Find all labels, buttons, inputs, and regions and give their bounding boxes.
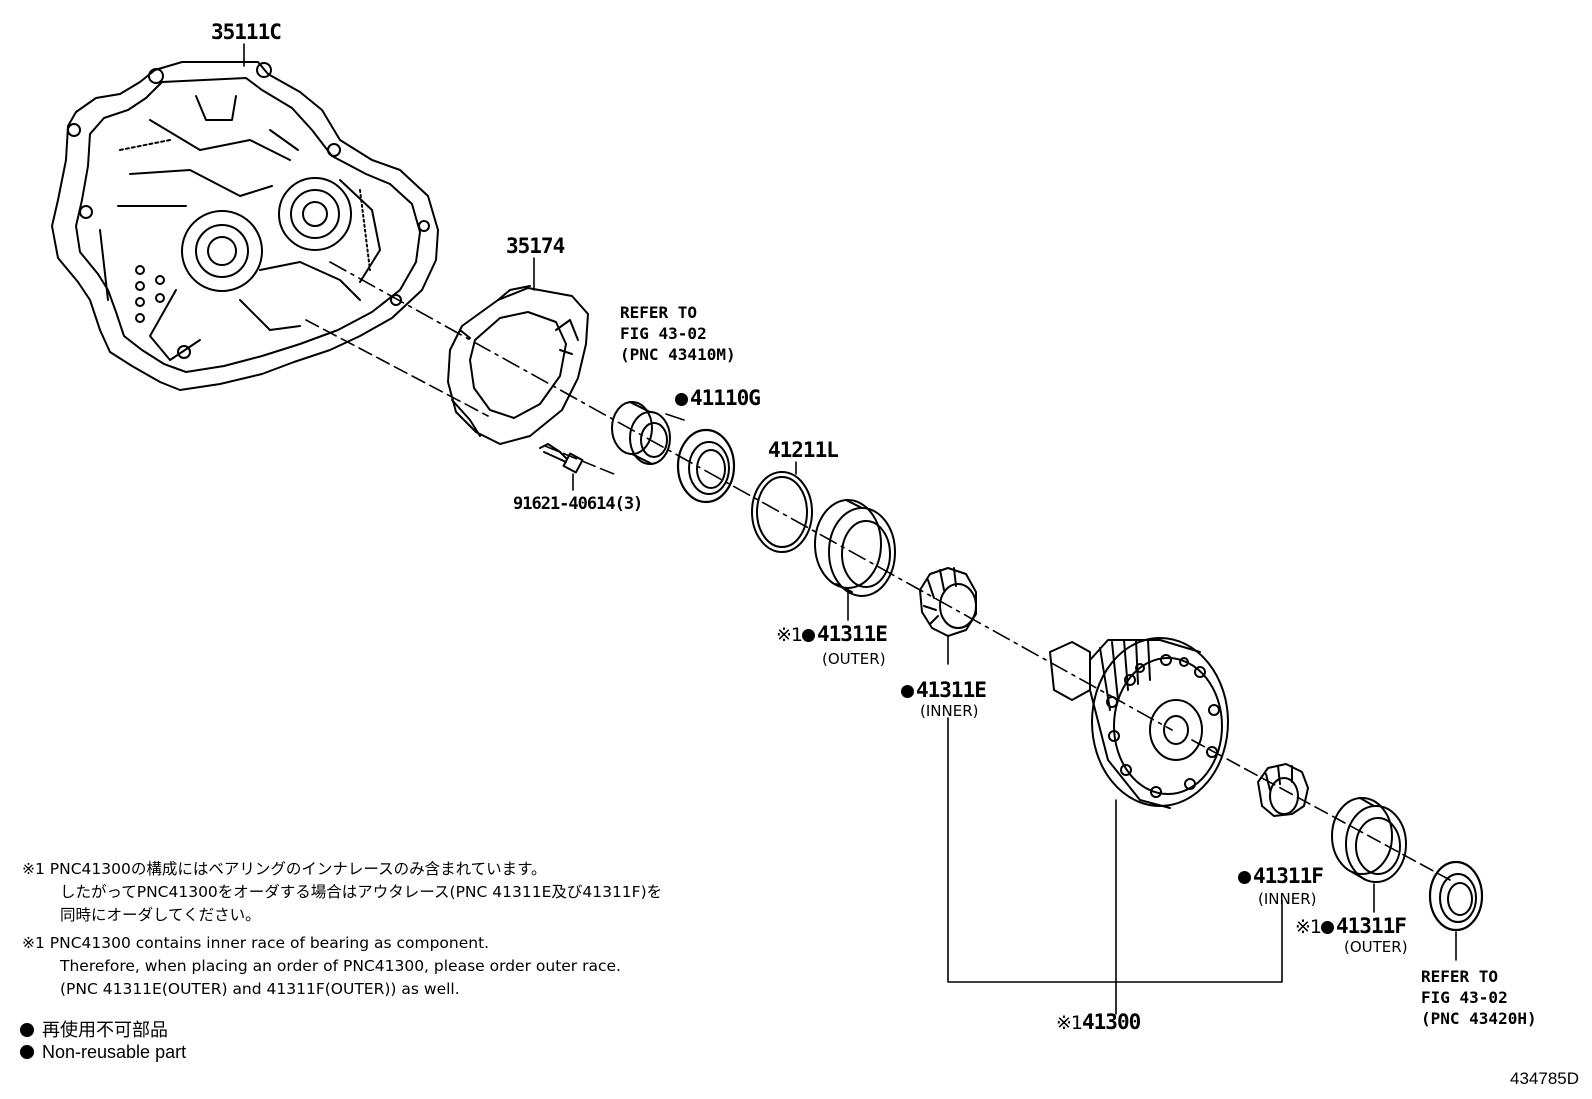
note-japanese: ※1 PNC41300の構成にはベアリングのインナレースのみ含まれています。 し… <box>22 858 662 927</box>
note-line: ※1 PNC41300 contains inner race of beari… <box>22 934 490 952</box>
legend-item-jp: 再使用不可部品 <box>20 1016 168 1042</box>
part-number: 41211L <box>768 438 839 462</box>
part-number: 41300 <box>1082 1010 1141 1034</box>
bolt-drawing <box>539 443 584 474</box>
part-number: 35111C <box>211 20 282 44</box>
callout-41311e-inner-sub: (INNER) <box>920 702 979 720</box>
note-line: ※1 PNC41300の構成にはベアリングのインナレースのみ含まれています。 <box>22 860 547 878</box>
non-reusable-dot-icon <box>1238 871 1251 884</box>
note-line: 同時にオーダしてください。 <box>60 906 261 924</box>
note-line: Therefore, when placing an order of PNC4… <box>60 957 621 975</box>
non-reusable-dot-icon <box>675 393 688 406</box>
callout-41311e-outer: ※1 41311E <box>776 622 888 646</box>
refer-note-top: REFER TO FIG 43-02 (PNC 43410M) <box>620 302 736 365</box>
part-number: 35174 <box>506 234 565 258</box>
oil-guide-cover-drawing <box>447 285 589 445</box>
legend-item-en: Non-reusable part <box>20 1042 186 1063</box>
note-english: ※1 PNC41300 contains inner race of beari… <box>22 932 621 1001</box>
callout-41311f-outer-sub: (OUTER) <box>1344 938 1408 956</box>
callout-41311e-outer-sub: (OUTER) <box>822 650 886 668</box>
callout-41211l: 41211L <box>768 438 839 462</box>
figure-id: 434785D <box>1510 1069 1580 1088</box>
leader-lines <box>243 43 1457 1015</box>
right-oil-seal-drawing <box>1428 860 1484 932</box>
outer-race-f-drawing <box>1331 797 1407 883</box>
center-axis-line-right <box>1191 739 1451 881</box>
refer-note-bottom: REFER TO FIG 43-02 (PNC 43420H) <box>1421 966 1537 1029</box>
refer-line: FIG 43-02 <box>620 324 707 343</box>
callout-91621: 91621-40614(3) <box>513 494 643 514</box>
transaxle-housing-drawing <box>51 61 439 391</box>
callout-41300: ※141300 <box>1056 1010 1141 1034</box>
callout-41110g: 41110G <box>675 386 761 410</box>
inner-race-f-drawing <box>1257 763 1309 817</box>
part-number: 41311F <box>1253 864 1324 888</box>
callout-41311f-outer: ※1 41311F <box>1295 914 1407 938</box>
oil-seal-drawing <box>676 428 736 504</box>
reference-mark: ※1 <box>1295 916 1322 938</box>
callout-41311e-inner: 41311E <box>901 678 987 702</box>
shim-drawing <box>751 471 813 553</box>
non-reusable-dot-icon <box>1321 921 1335 934</box>
non-reusable-dot-icon <box>802 629 816 642</box>
callout-35111c: 35111C <box>211 20 282 44</box>
reference-mark: ※1 <box>776 624 803 646</box>
callout-41311f-inner-sub: (INNER) <box>1258 890 1317 908</box>
note-line: (PNC 41311E(OUTER) and 41311F(OUTER)) as… <box>60 980 460 998</box>
legend-label: 再使用不可部品 <box>42 1020 168 1040</box>
part-number: 41311E <box>916 678 987 702</box>
non-reusable-dot-icon <box>901 685 914 698</box>
part-number: 41311F <box>1336 914 1407 938</box>
hub-bushing-drawing <box>611 401 671 465</box>
differential-assembly-drawing <box>1049 637 1229 809</box>
part-number: 91621-40614(3) <box>513 494 643 514</box>
callout-41311f-inner: 41311F <box>1238 864 1324 888</box>
outer-race-e-drawing <box>814 499 896 597</box>
part-number: 41311E <box>817 622 888 646</box>
refer-line: (PNC 43420H) <box>1421 1009 1537 1028</box>
refer-line: REFER TO <box>1421 967 1499 986</box>
reference-mark: ※1 <box>1056 1012 1083 1034</box>
refer-line: REFER TO <box>620 303 698 322</box>
non-reusable-dot-icon <box>20 1045 34 1059</box>
refer-line: (PNC 43410M) <box>620 345 736 364</box>
legend-label: Non-reusable part <box>42 1042 187 1062</box>
part-number: 41110G <box>690 386 761 410</box>
callout-35174: 35174 <box>506 234 565 258</box>
refer-line: FIG 43-02 <box>1421 988 1508 1007</box>
center-axis-line <box>329 261 1173 731</box>
non-reusable-dot-icon <box>20 1023 34 1037</box>
note-line: したがってPNC41300をオーダする場合はアウタレース(PNC 41311E及… <box>60 883 663 901</box>
inner-race-e-drawing <box>919 567 977 637</box>
